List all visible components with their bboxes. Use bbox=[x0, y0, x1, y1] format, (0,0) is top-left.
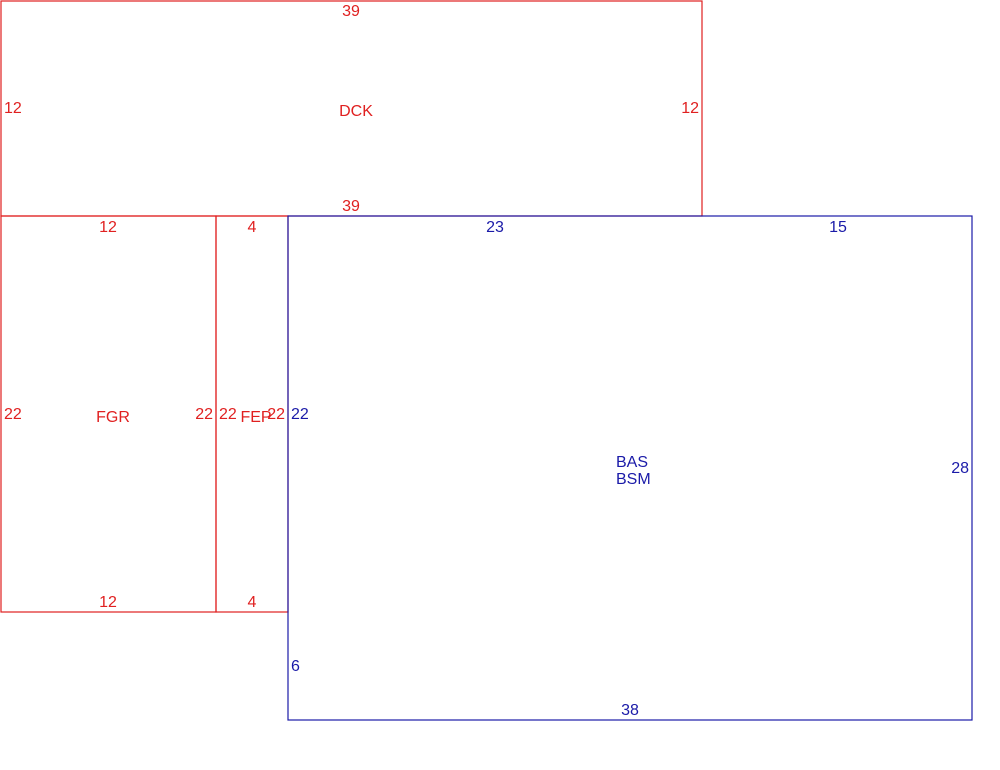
fep-left-dimension: 22 bbox=[219, 406, 237, 423]
fgr-label: FGR bbox=[96, 409, 130, 426]
dck-left-dimension: 12 bbox=[4, 100, 22, 117]
fgr-left-dimension: 22 bbox=[4, 406, 22, 423]
bas-left-upper-dimension: 22 bbox=[291, 406, 309, 423]
fgr-bottom-dimension: 12 bbox=[99, 594, 117, 611]
dck-right-dimension: 12 bbox=[681, 100, 699, 117]
area-dck: 39 39 12 12 DCK bbox=[0, 0, 703, 217]
dck-top-dimension: 39 bbox=[342, 3, 360, 20]
fgr-right-dimension: 22 bbox=[195, 406, 213, 423]
bas-bottom-dimension: 38 bbox=[621, 702, 639, 719]
area-bas: 23 15 22 6 28 38 BAS BSM bbox=[287, 215, 973, 721]
bas-top-left-dimension: 23 bbox=[486, 219, 504, 236]
fep-label: FEP bbox=[240, 409, 271, 426]
bas-label-line2: BSM bbox=[616, 471, 651, 488]
area-fep: 4 4 22 22 FEP bbox=[215, 215, 289, 613]
fgr-top-dimension: 12 bbox=[99, 219, 117, 236]
bas-label-line1: BAS bbox=[616, 454, 648, 471]
dck-bottom-dimension: 39 bbox=[342, 198, 360, 215]
bas-right-dimension: 28 bbox=[951, 460, 969, 477]
fep-bottom-dimension: 4 bbox=[248, 594, 257, 611]
bas-left-lower-dimension: 6 bbox=[291, 658, 300, 675]
area-fgr: 12 12 22 22 FGR bbox=[0, 215, 217, 613]
fep-right-dimension: 22 bbox=[267, 406, 285, 423]
bas-top-right-dimension: 15 bbox=[829, 219, 847, 236]
fep-top-dimension: 4 bbox=[248, 219, 257, 236]
bas-outline bbox=[287, 215, 973, 721]
dck-label: DCK bbox=[339, 103, 373, 120]
